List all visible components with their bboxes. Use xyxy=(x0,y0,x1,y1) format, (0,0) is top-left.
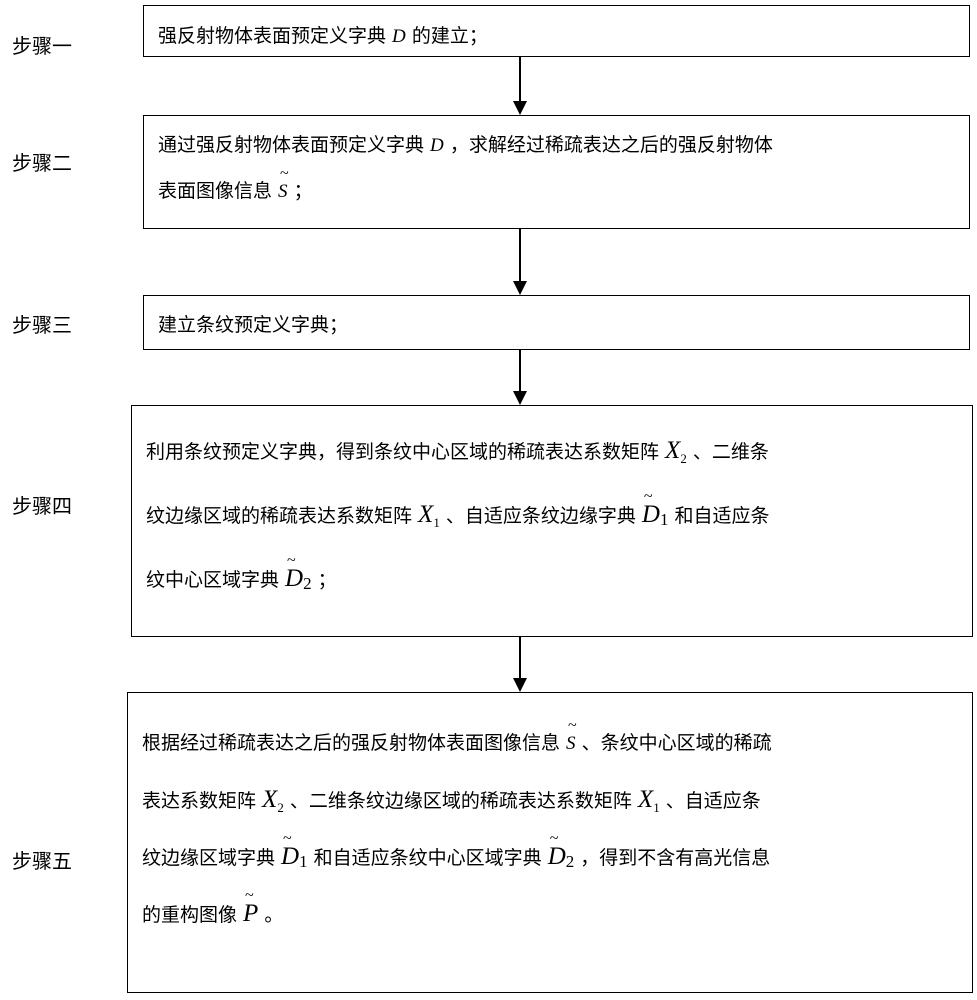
math-subscript: 1 xyxy=(299,852,308,871)
text-run: 的建立； xyxy=(405,25,488,47)
math-symbol: D2 xyxy=(547,831,575,871)
text-run: 纹中心区域字典 xyxy=(146,569,286,591)
step-4-label: 步骤四 xyxy=(12,494,72,518)
math-symbol-letter: X xyxy=(262,786,278,813)
text-run: 表面图像信息 xyxy=(158,180,279,202)
text-run: 、二维条纹边缘区域的稀疏表达系数矩阵 xyxy=(283,790,638,812)
text-run: 的重构图像 xyxy=(142,904,244,926)
text-run: 、自适应条 xyxy=(659,790,761,812)
math-symbol: D1 xyxy=(641,489,669,529)
math-symbol: D xyxy=(430,135,444,156)
step-4-text-line: 纹边缘区域的稀疏表达系数矩阵 X1 、自适应条纹边缘字典 D1 和自适应条 xyxy=(146,489,770,530)
step-5-text-line: 表达系数矩阵 X2 、二维条纹边缘区域的稀疏表达系数矩阵 X1 、自适应条 xyxy=(142,786,761,815)
math-symbol: D2 xyxy=(285,553,312,593)
math-symbol-letter: X xyxy=(637,786,654,813)
math-symbol: D xyxy=(392,26,406,47)
text-run: 和自适应条 xyxy=(668,505,770,527)
step-5-text-line: 纹边缘区域字典 D1 和自适应条纹中心区域字典 D2 ，得到不含有高光信息 xyxy=(142,831,771,871)
text-run: 根据经过稀疏表达之后的强反射物体表面图像信息 xyxy=(142,732,567,754)
math-symbol-letter: P xyxy=(243,900,259,927)
math-symbol-letter: D xyxy=(281,843,300,870)
math-symbol: D1 xyxy=(281,831,308,871)
text-run: ； xyxy=(287,180,313,202)
step-5-label: 步骤五 xyxy=(12,849,72,873)
step-2-label: 步骤二 xyxy=(12,151,72,175)
text-run: 、条纹中心区域的稀疏 xyxy=(575,732,772,754)
step-4-box: 利用条纹预定义字典，得到条纹中心区域的稀疏表达系数矩阵 X2 、二维条纹边缘区域… xyxy=(131,405,973,637)
math-subscript: 2 xyxy=(680,451,687,466)
text-run: 利用条纹预定义字典，得到条纹中心区域的稀疏表达系数矩阵 xyxy=(146,441,666,463)
text-run: 。 xyxy=(258,904,284,926)
text-run: 和自适应条纹中心区域字典 xyxy=(307,847,548,869)
text-run: ，求解经过稀疏表达之后的强反射物体 xyxy=(443,134,773,156)
step-1-label: 步骤一 xyxy=(12,34,72,58)
math-symbol: X1 xyxy=(637,786,660,815)
step-1-box: 强反射物体表面预定义字典 D 的建立； xyxy=(143,5,970,57)
text-run: 通过强反射物体表面预定义字典 xyxy=(158,134,431,156)
text-run: ，得到不含有高光信息 xyxy=(574,847,771,869)
math-symbol: S xyxy=(566,718,576,756)
math-subscript: 2 xyxy=(565,852,575,871)
math-symbol-letter: D xyxy=(547,843,566,870)
math-symbol-letter: D xyxy=(641,501,660,528)
math-subscript: 1 xyxy=(433,515,440,530)
text-run: ； xyxy=(311,569,337,591)
step-2-text-line: 表面图像信息 S ； xyxy=(158,166,313,204)
step-4-text-line: 纹中心区域字典 D2 ； xyxy=(146,553,337,593)
step-3-label: 步骤三 xyxy=(12,313,72,337)
step-3-text-line: 建立条纹预定义字典； xyxy=(158,313,348,337)
step-5-text-line: 的重构图像 P 。 xyxy=(142,888,284,927)
text-run: 表达系数矩阵 xyxy=(142,790,263,812)
math-symbol-letter: D xyxy=(392,26,406,47)
text-run: 纹边缘区域的稀疏表达系数矩阵 xyxy=(146,505,419,527)
text-run: 建立条纹预定义字典； xyxy=(158,314,349,336)
math-symbol-letter: S xyxy=(566,733,576,754)
step-5-text-line: 根据经过稀疏表达之后的强反射物体表面图像信息 S 、条纹中心区域的稀疏 xyxy=(142,718,772,756)
text-run: 纹边缘区域字典 xyxy=(142,847,282,869)
math-symbol-letter: S xyxy=(278,181,288,202)
text-run: 、自适应条纹边缘字典 xyxy=(439,505,642,527)
text-run: 强反射物体表面预定义字典 xyxy=(158,25,393,47)
math-symbol: P xyxy=(243,888,259,927)
math-symbol: X2 xyxy=(665,437,687,466)
math-symbol-letter: D xyxy=(430,135,444,156)
step-5-box: 根据经过稀疏表达之后的强反射物体表面图像信息 S 、条纹中心区域的稀疏表达系数矩… xyxy=(127,692,973,993)
math-subscript: 2 xyxy=(277,800,284,815)
step-2-text-line: 通过强反射物体表面预定义字典 D ，求解经过稀疏表达之后的强反射物体 xyxy=(158,133,773,158)
math-symbol-letter: X xyxy=(665,437,681,464)
step-2-box: 通过强反射物体表面预定义字典 D ，求解经过稀疏表达之后的强反射物体表面图像信息… xyxy=(143,115,970,229)
math-symbol: X2 xyxy=(262,786,284,815)
math-subscript: 1 xyxy=(653,800,660,815)
math-symbol-letter: X xyxy=(418,501,434,528)
step-3-box: 建立条纹预定义字典； xyxy=(143,295,970,350)
math-subscript: 1 xyxy=(659,510,669,529)
math-symbol-letter: D xyxy=(285,565,304,592)
math-symbol: X1 xyxy=(418,501,440,530)
step-4-text-line: 利用条纹预定义字典，得到条纹中心区域的稀疏表达系数矩阵 X2 、二维条 xyxy=(146,437,769,466)
step-1-text-line: 强反射物体表面预定义字典 D 的建立； xyxy=(158,24,488,49)
math-subscript: 2 xyxy=(303,574,312,593)
text-run: 、二维条 xyxy=(686,441,769,463)
math-symbol: S xyxy=(278,166,288,204)
